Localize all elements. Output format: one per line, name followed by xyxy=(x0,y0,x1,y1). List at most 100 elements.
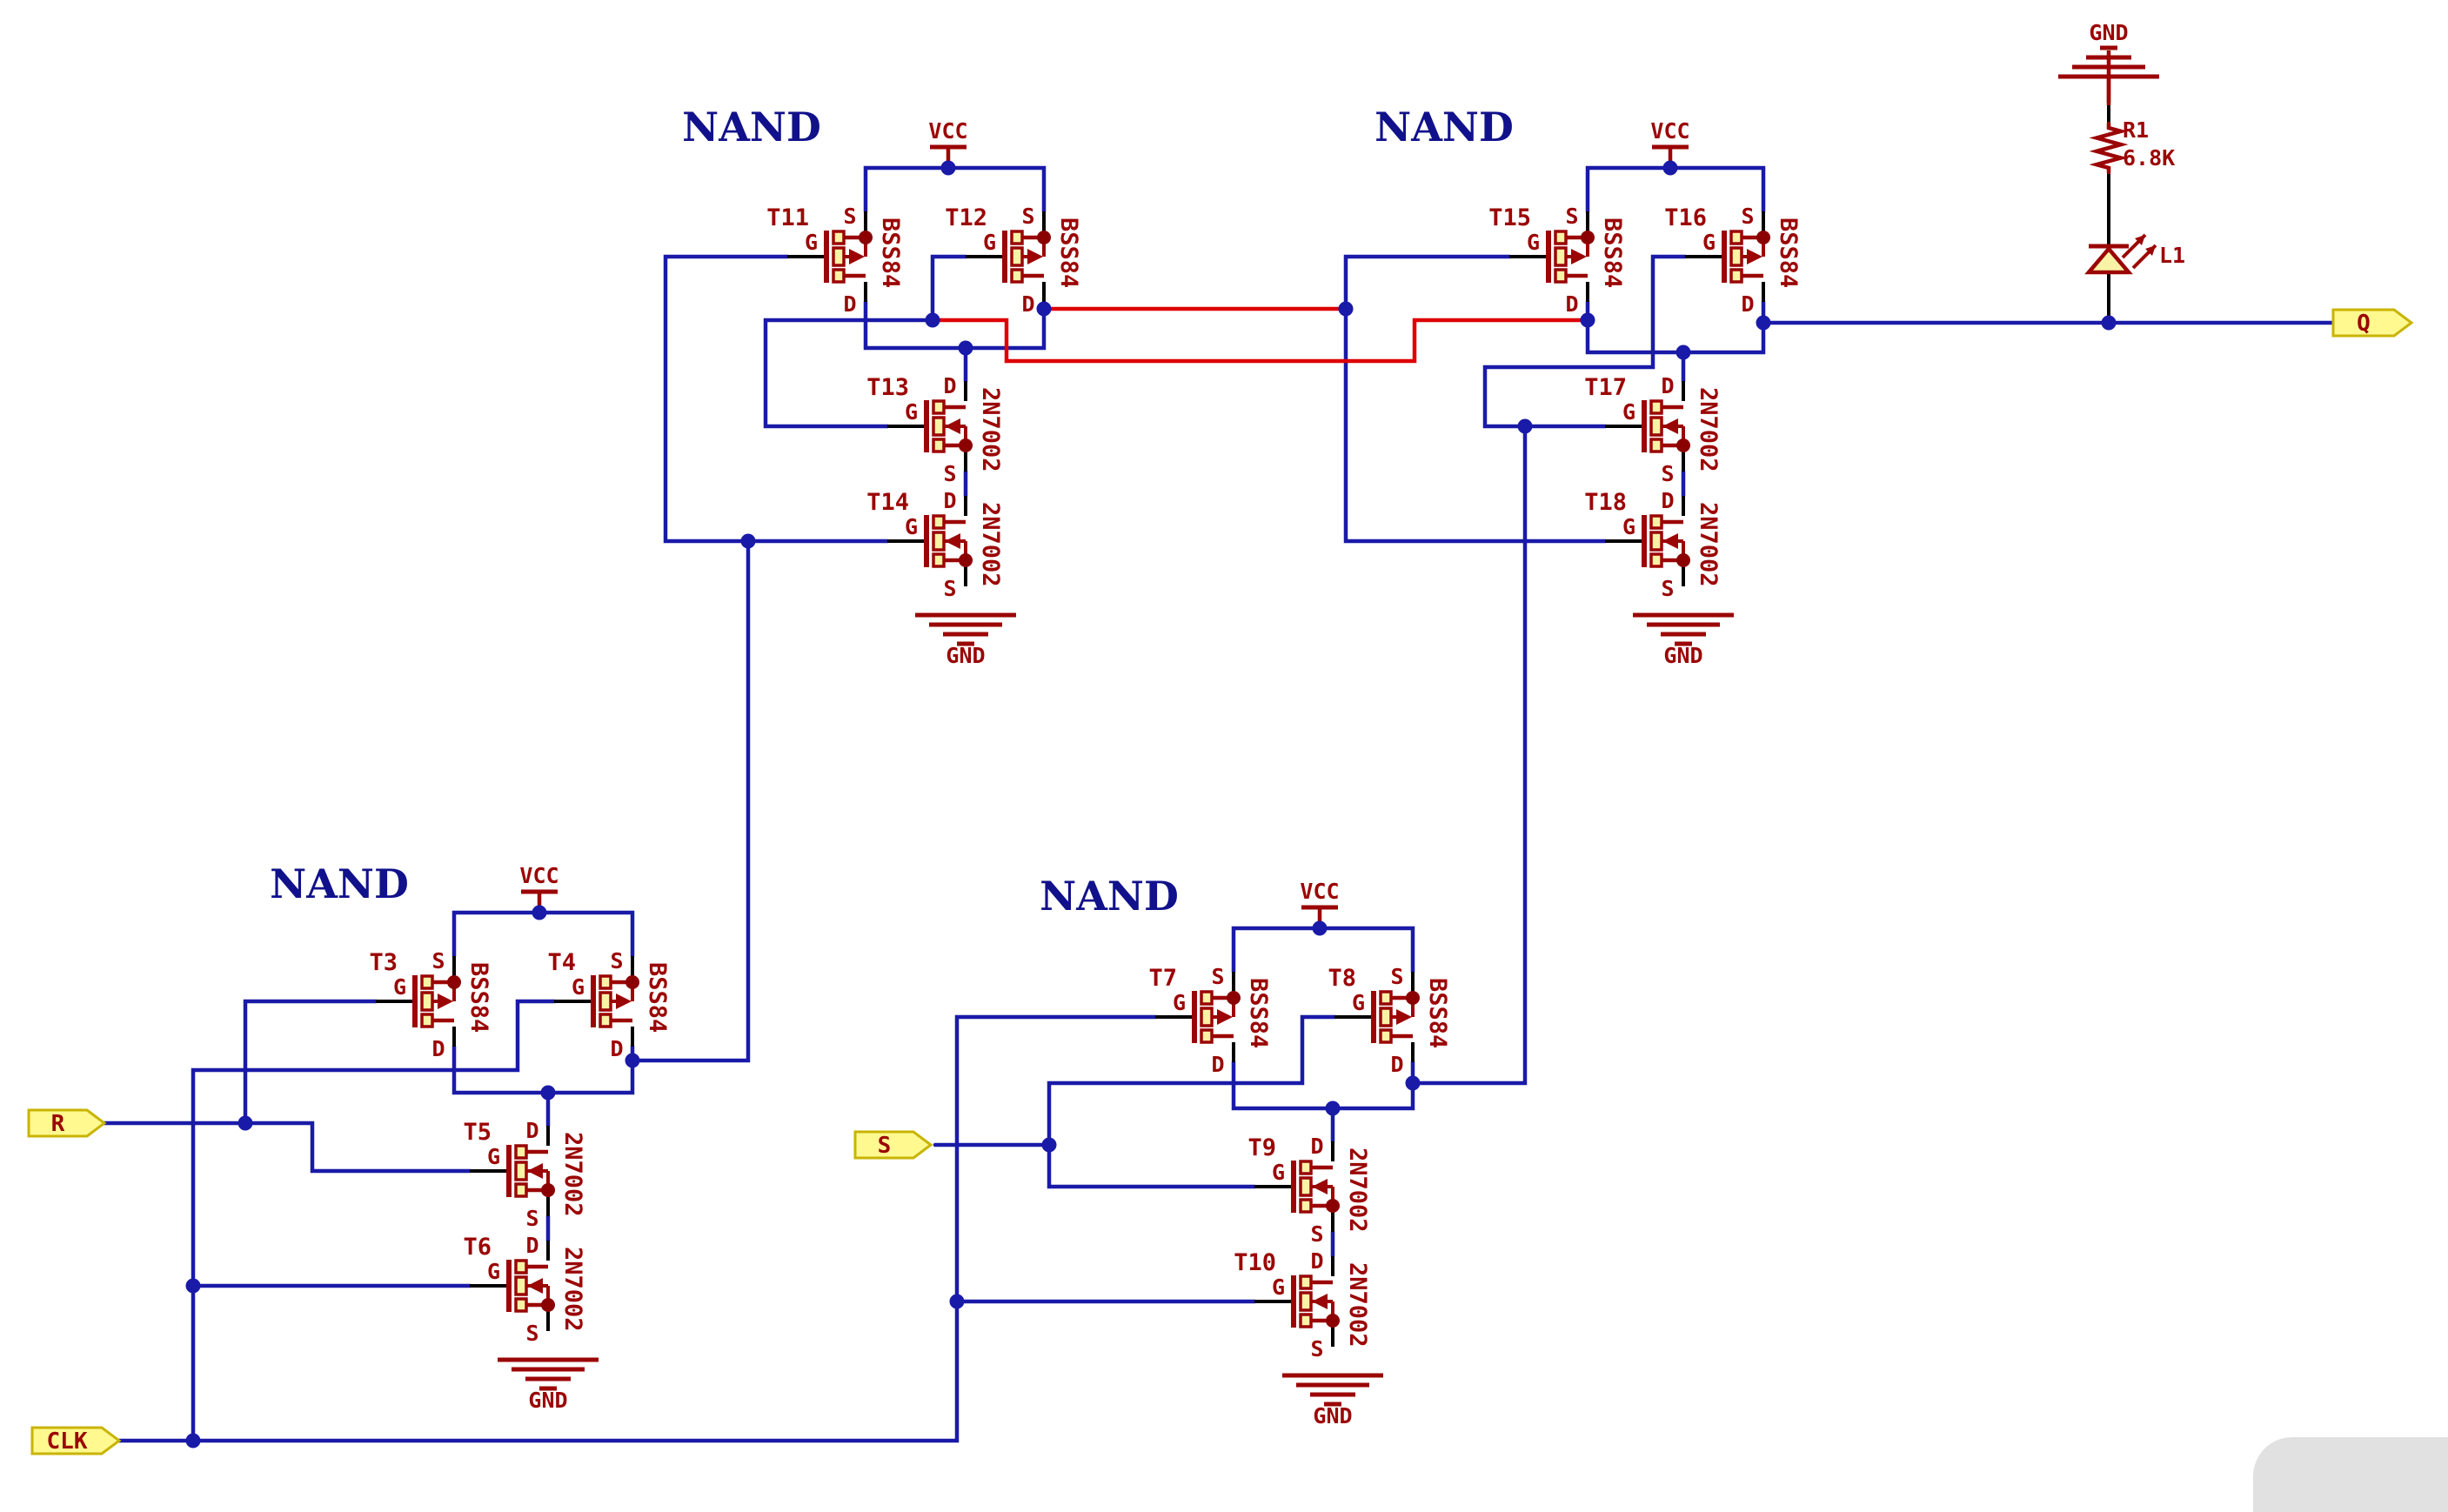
junction-dot-icon xyxy=(1756,315,1771,331)
wire-net[interactable] xyxy=(451,910,635,959)
resistor-zigzag-icon xyxy=(2089,121,2129,175)
resistor-R1[interactable]: R16.8K xyxy=(2089,117,2175,175)
pin-label-bottom: S xyxy=(525,1321,538,1346)
junction-dot-icon xyxy=(185,1433,201,1448)
resistor-designator: R1 xyxy=(2123,117,2149,143)
pin-label-gate: G xyxy=(1173,990,1186,1015)
junction-dot-icon xyxy=(1662,160,1678,176)
part-number: 2N7002 xyxy=(559,1247,586,1332)
junction-dot-icon xyxy=(1405,1075,1421,1091)
gnd-symbol[interactable]: GND xyxy=(1282,1347,1383,1428)
wire-net-crosscouple[interactable] xyxy=(930,318,1590,364)
wire-net[interactable] xyxy=(933,1142,1257,1189)
wire-net[interactable] xyxy=(1482,254,1688,429)
gnd-symbol[interactable]: GND xyxy=(2058,20,2159,105)
wire-net[interactable] xyxy=(102,1121,472,1174)
pin-label-top: D xyxy=(943,373,956,398)
gnd-label: GND xyxy=(2089,20,2128,45)
wire-net[interactable] xyxy=(1343,306,1608,544)
body-diode-arrow-icon xyxy=(1312,1294,1328,1309)
source-dot-icon xyxy=(1581,231,1595,244)
junction-dot-icon xyxy=(958,340,973,356)
led-ray-head-icon xyxy=(2135,235,2145,245)
source-dot-icon xyxy=(447,975,461,989)
part-number: BSS84 xyxy=(1424,978,1451,1048)
gnd-symbol[interactable]: GND xyxy=(915,586,1016,668)
led-L1[interactable]: L1 xyxy=(2084,233,2185,275)
gnd-symbol[interactable]: GND xyxy=(498,1331,599,1413)
channel-pad-icon xyxy=(1649,531,1663,552)
wire-net[interactable] xyxy=(630,539,751,1063)
vcc-symbol[interactable]: VCC xyxy=(928,118,968,168)
wire-net[interactable] xyxy=(117,1014,1158,1443)
junction-dot-icon xyxy=(1580,312,1595,328)
net-flag-R[interactable]: R xyxy=(27,1108,107,1138)
pin-label-bottom: D xyxy=(843,291,856,317)
source-dot-icon xyxy=(1037,231,1051,244)
source-dot-icon xyxy=(541,1298,555,1312)
channel-pad-icon xyxy=(1379,1007,1393,1027)
pin-label-bottom: D xyxy=(431,1036,445,1061)
wire-net[interactable] xyxy=(1410,424,1528,1086)
net-flag-CLK[interactable]: CLK xyxy=(30,1426,122,1455)
vcc-label: VCC xyxy=(1650,118,1689,144)
wire-net[interactable] xyxy=(663,254,890,544)
vcc-symbol[interactable]: VCC xyxy=(1300,879,1340,928)
wire-net[interactable] xyxy=(243,999,378,1126)
net-flag-Q[interactable]: Q xyxy=(2331,308,2414,338)
designator: T14 xyxy=(866,489,909,516)
channel-pad-icon xyxy=(1299,1160,1313,1175)
wire-net[interactable] xyxy=(863,299,1047,351)
junction-dot-icon xyxy=(925,312,940,328)
channel-pad-icon xyxy=(832,246,846,267)
wire-net[interactable] xyxy=(191,999,557,1443)
part-number: 2N7002 xyxy=(977,387,1004,472)
pin-label-gate: G xyxy=(1622,399,1635,425)
part-number: 2N7002 xyxy=(1344,1262,1371,1348)
pin-label-gate: G xyxy=(572,974,585,1000)
wire-net[interactable] xyxy=(763,254,968,429)
channel-pad-icon xyxy=(514,1161,528,1181)
wire-net[interactable] xyxy=(1343,254,1512,311)
wires-layer xyxy=(102,101,2336,1443)
designator: T9 xyxy=(1247,1134,1276,1161)
pin-label-top: D xyxy=(943,488,956,513)
part-number: BSS84 xyxy=(465,962,492,1033)
vcc-symbol[interactable]: VCC xyxy=(1650,118,1690,168)
source-dot-icon xyxy=(859,231,873,244)
wire-net[interactable] xyxy=(1585,299,1766,355)
pin-label-gate: G xyxy=(1272,1274,1285,1300)
vcc-symbol[interactable]: VCC xyxy=(519,863,559,913)
gnd-symbol[interactable]: GND xyxy=(1633,586,1734,668)
pin-label-top: D xyxy=(1310,1134,1323,1159)
wire-net[interactable] xyxy=(1231,1060,1415,1111)
wire-net[interactable] xyxy=(1047,1014,1337,1147)
flag-shape-icon xyxy=(853,1130,933,1160)
body-diode-arrow-icon xyxy=(945,418,960,434)
gnd-label: GND xyxy=(528,1388,567,1413)
net-flag-S[interactable]: S xyxy=(853,1130,933,1160)
body-diode-arrow-icon xyxy=(1312,1179,1328,1194)
channel-pad-icon xyxy=(1379,990,1393,1006)
body-diode-arrow-icon xyxy=(1662,533,1678,549)
channel-pad-icon xyxy=(420,991,434,1012)
body-diode-arrow-icon xyxy=(616,994,632,1009)
gate-type-label: NAND xyxy=(270,860,409,907)
